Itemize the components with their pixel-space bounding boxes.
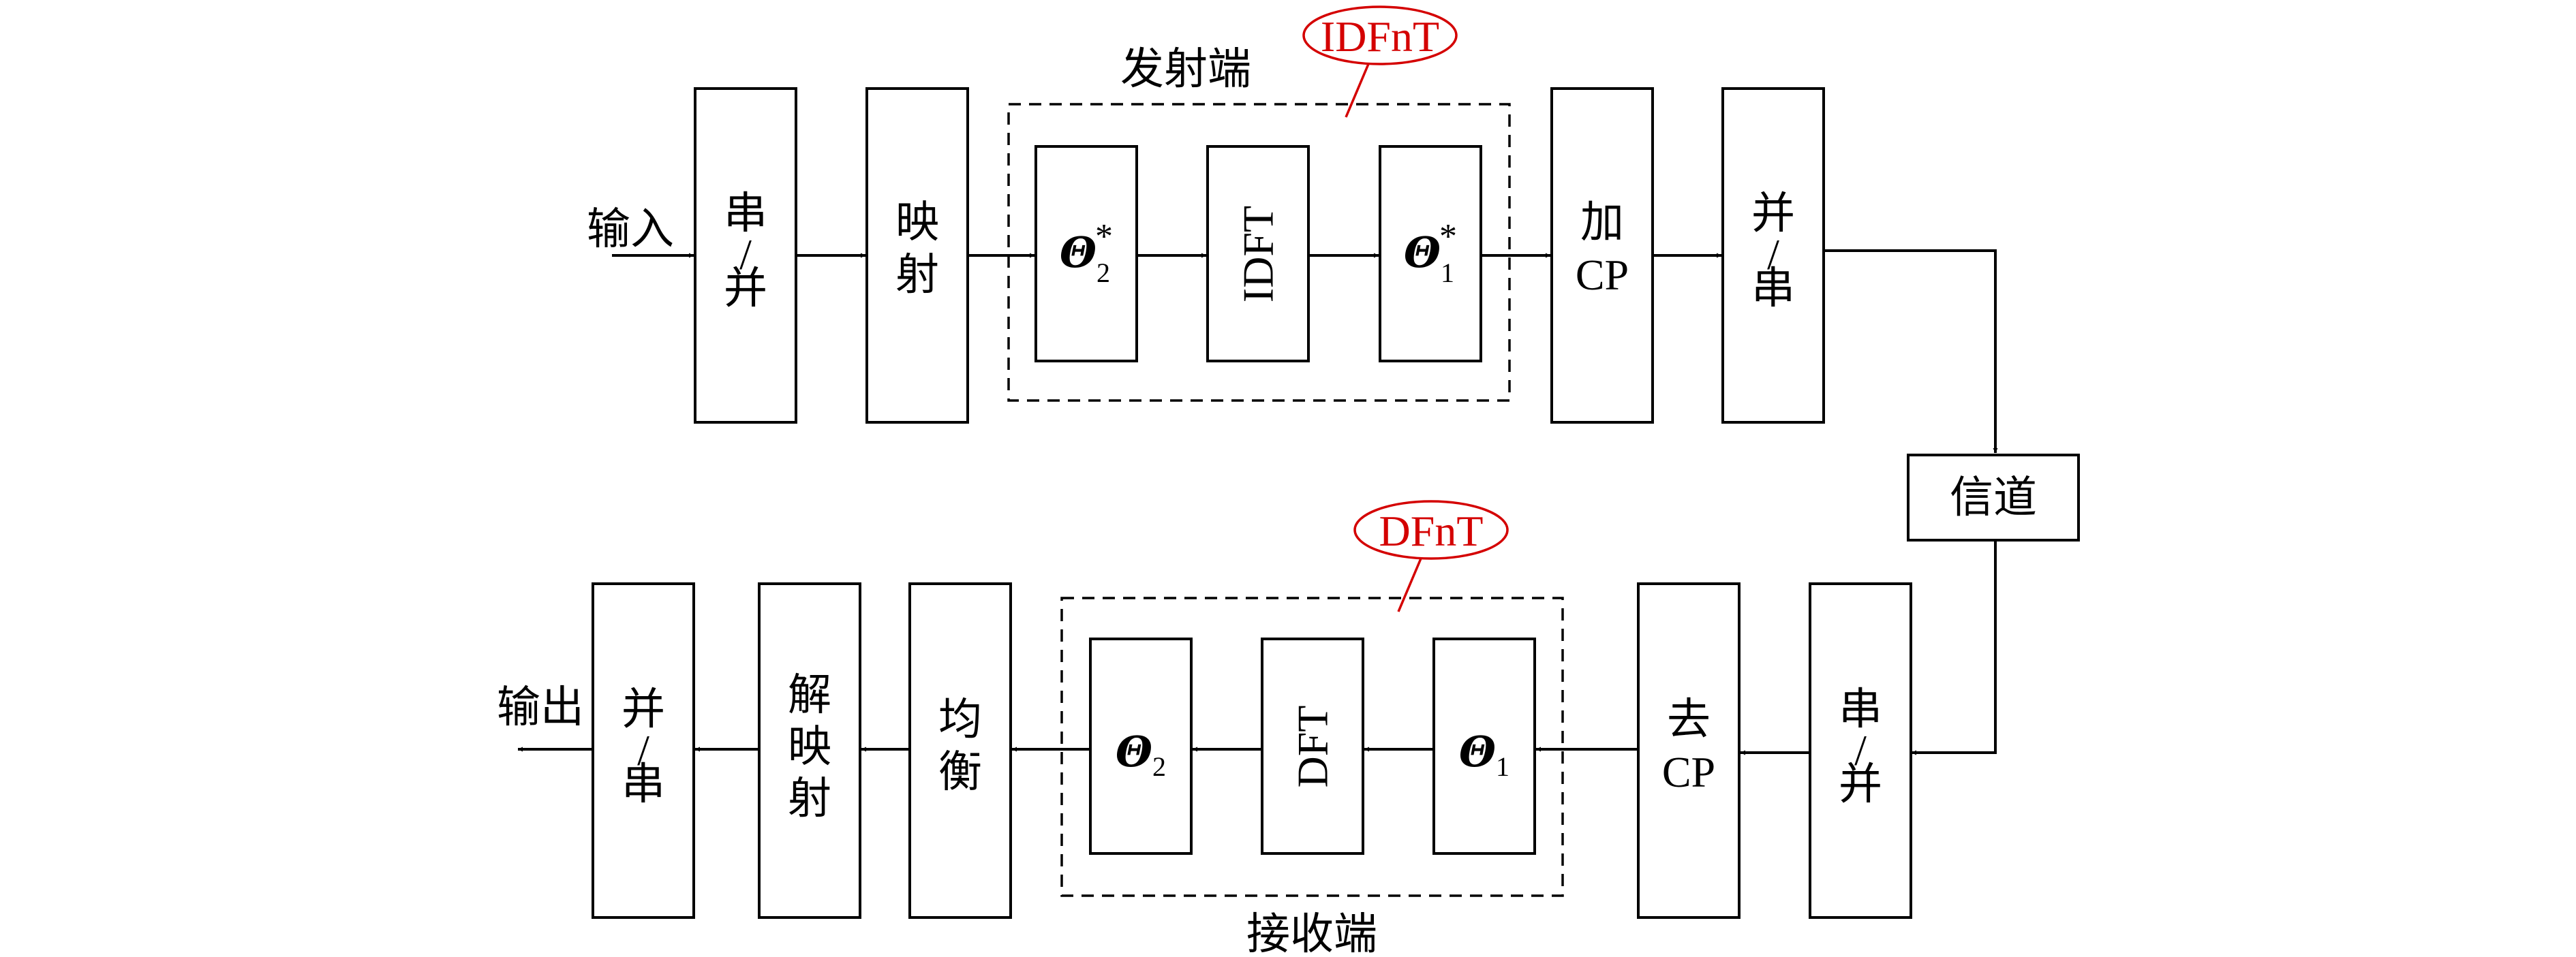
- tx-theta1-conj-block: Θ1*: [1379, 145, 1482, 362]
- dfnt-ellipse: [1353, 500, 1509, 560]
- tx-theta2-conj-block: Θ2*: [1034, 145, 1138, 362]
- svg-text:均: 均: [938, 695, 982, 744]
- svg-text:加: 加: [1580, 198, 1624, 247]
- dfnt-callout: DFnT: [1353, 500, 1509, 612]
- rx-arrows: [518, 747, 1810, 755]
- tx-arrows: [612, 249, 1998, 453]
- rx-dft-block: DFT: [1261, 638, 1364, 855]
- tx-mapping-block: 映 射: [865, 87, 969, 424]
- svg-text:射: 射: [788, 774, 831, 823]
- svg-text:/: /: [1767, 230, 1779, 279]
- svg-text:信道: 信道: [1950, 473, 2037, 522]
- channel-to-rx-arrow: [1912, 540, 1997, 755]
- receiver-label: 接收端: [1246, 910, 1377, 957]
- idfnt-callout: IDFnT: [1302, 5, 1458, 118]
- svg-text:/: /: [1854, 726, 1867, 774]
- rx-remove-cp-block: 去 CP: [1637, 582, 1741, 919]
- tx-idft-block: IDFT: [1206, 145, 1310, 362]
- svg-text:CP: CP: [1662, 748, 1715, 796]
- svg-text:/: /: [637, 726, 649, 774]
- svg-text:射: 射: [895, 251, 939, 299]
- svg-text:IDFT: IDFT: [1234, 206, 1283, 302]
- tx-add-cp-block: 加 CP: [1550, 87, 1654, 424]
- rx-demapping-block: 解 映 射: [758, 582, 861, 919]
- svg-text:CP: CP: [1576, 251, 1629, 299]
- transmitter-label: 发射端: [1120, 45, 1251, 93]
- svg-text:Θ2*: Θ2*: [1060, 217, 1113, 288]
- svg-text:/: /: [739, 230, 752, 279]
- svg-text:去: 去: [1667, 695, 1711, 744]
- svg-text:并: 并: [724, 264, 767, 313]
- tx-to-channel-arrow: [1824, 249, 1998, 453]
- idfnt-label: IDFnT: [1321, 12, 1439, 61]
- svg-text:DFT: DFT: [1289, 706, 1337, 788]
- rx-equalization-block: 均 衡: [908, 582, 1012, 919]
- svg-text:串: 串: [724, 189, 767, 238]
- svg-text:映: 映: [788, 723, 831, 771]
- rx-theta2-block: Θ2: [1089, 638, 1193, 855]
- svg-text:串: 串: [622, 760, 665, 809]
- idfnt-group-box: [1007, 103, 1511, 402]
- transmitter-section: 发射端 IDFnT 输入 串 / 并 映 射 Θ2*: [587, 5, 1998, 453]
- idfnt-ellipse: [1302, 5, 1458, 65]
- receiver-section: 接收端 DFnT 输出 并 / 串 解 映 射 均 衡: [497, 500, 1912, 957]
- svg-text:并: 并: [622, 685, 665, 734]
- rx-serial-to-parallel-block: 串 / 并: [1809, 582, 1912, 919]
- rx-theta1-block: Θ1: [1432, 638, 1536, 855]
- svg-text:Θ1: Θ1: [1459, 727, 1509, 782]
- output-label: 输出: [497, 683, 584, 732]
- svg-text:串: 串: [1751, 264, 1795, 313]
- input-label: 输入: [587, 205, 674, 253]
- idfnt-pointer-line: [1345, 63, 1370, 118]
- svg-text:并: 并: [1839, 760, 1882, 809]
- svg-text:Θ1*: Θ1*: [1404, 217, 1457, 288]
- svg-text:串: 串: [1839, 685, 1882, 734]
- svg-text:衡: 衡: [938, 748, 982, 796]
- svg-text:并: 并: [1751, 189, 1795, 238]
- svg-text:Θ2: Θ2: [1116, 727, 1166, 782]
- tx-parallel-to-serial-block: 并 / 串: [1721, 87, 1825, 424]
- channel-block: 信道: [1907, 454, 2080, 755]
- rx-parallel-to-serial-block: 并 / 串: [592, 582, 695, 919]
- svg-text:映: 映: [895, 198, 939, 247]
- svg-text:解: 解: [788, 671, 831, 719]
- dfnt-pointer-line: [1397, 558, 1422, 612]
- dfnt-label: DFnT: [1379, 507, 1484, 555]
- tx-serial-to-parallel-block: 串 / 并: [694, 87, 797, 424]
- dfnt-group-box: [1060, 597, 1564, 897]
